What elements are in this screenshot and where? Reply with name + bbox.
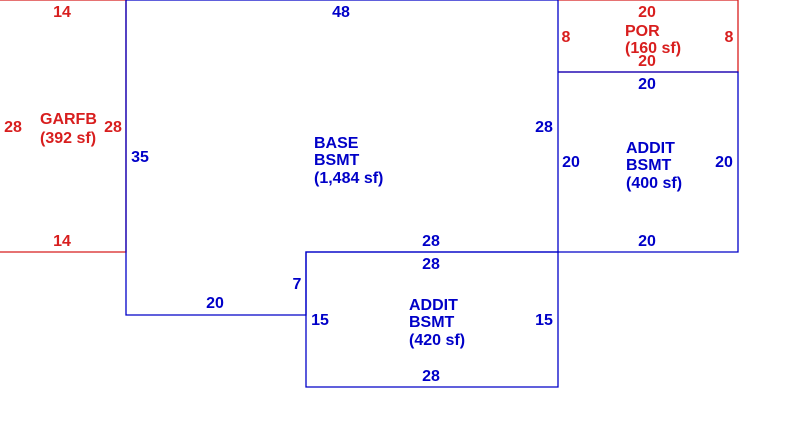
dim-base-bottom-right: 28 xyxy=(422,233,440,250)
dim-base-top: 48 xyxy=(332,4,350,21)
por-name: POR xyxy=(625,23,660,40)
dim-garfb-right: 28 xyxy=(104,119,122,136)
dim-por-right: 8 xyxy=(725,29,734,46)
addit-bsmt-lower-outline xyxy=(305,251,559,388)
por-size: (160 sf) xyxy=(625,40,681,57)
area-label-por: POR (160 sf) xyxy=(625,23,681,57)
dim-addit-upper-bottom: 20 xyxy=(638,233,656,250)
dim-garfb-top: 14 xyxy=(53,4,71,21)
area-label-garfb: GARFB (392 sf) xyxy=(40,111,97,147)
dim-por-left: 8 xyxy=(562,29,571,46)
base-size: (1,484 sf) xyxy=(314,170,383,187)
dim-addit-lower-top: 28 xyxy=(422,256,440,273)
area-label-addit-lower: ADDIT BSMT (420 sf) xyxy=(409,297,465,349)
dim-addit-upper-top: 20 xyxy=(638,76,656,93)
addit-upper-name: ADDIT xyxy=(626,140,675,157)
garfb-size: (392 sf) xyxy=(40,130,96,147)
base-name: BASE xyxy=(314,135,359,152)
dim-addit-lower-left: 15 xyxy=(311,312,329,329)
base-type: BSMT xyxy=(314,152,360,169)
dim-addit-upper-left: 20 xyxy=(562,154,580,171)
area-label-addit-upper: ADDIT BSMT (400 sf) xyxy=(626,140,682,192)
garfb-name: GARFB xyxy=(40,111,97,128)
addit-lower-type: BSMT xyxy=(409,314,455,331)
dim-base-bottom-left: 20 xyxy=(206,295,224,312)
addit-upper-type: BSMT xyxy=(626,157,672,174)
dim-addit-lower-bottom: 28 xyxy=(422,368,440,385)
dim-por-top: 20 xyxy=(638,4,656,21)
dim-por-bottom: 20 xyxy=(638,53,656,70)
addit-upper-size: (400 sf) xyxy=(626,175,682,192)
dim-addit-lower-right: 15 xyxy=(535,312,553,329)
addit-lower-size: (420 sf) xyxy=(409,332,465,349)
dim-base-step: 7 xyxy=(293,276,302,293)
addit-bsmt-upper-outline xyxy=(558,71,739,253)
dim-addit-upper-right: 20 xyxy=(715,154,733,171)
addit-lower-name: ADDIT xyxy=(409,297,458,314)
dim-garfb-left: 28 xyxy=(4,119,22,136)
dim-base-right: 28 xyxy=(535,119,553,136)
dim-garfb-bottom: 14 xyxy=(53,233,71,250)
dim-base-left: 35 xyxy=(131,149,149,166)
area-label-base-bsmt: BASE BSMT (1,484 sf) xyxy=(314,135,383,187)
